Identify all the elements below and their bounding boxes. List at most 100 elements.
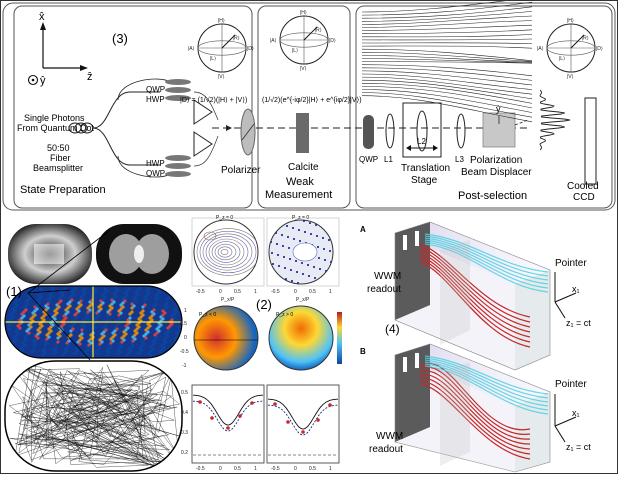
beam-lobe-lower (193, 135, 219, 167)
heat-dot (53, 313, 57, 317)
trajectory-line (361, 48, 533, 62)
heat-dot (22, 306, 26, 310)
heat-dot (63, 287, 67, 291)
heat-dot (111, 335, 115, 339)
tick-xb-3: 1 (254, 466, 257, 472)
pbd-label-2: Beam Displacer (461, 167, 532, 178)
heat-dot (77, 301, 81, 305)
heat-dot (102, 330, 106, 334)
heat-dot (138, 350, 142, 354)
sphere-label-H: |H⟩ (567, 18, 574, 24)
box-B-outline (394, 343, 551, 473)
heat-dot (152, 304, 156, 308)
heat-dot (130, 310, 134, 314)
polarizer-axis (241, 123, 255, 141)
heat-dot (119, 311, 123, 315)
eq-D: |D⟩ = (1/√2)(|H⟩ + |V⟩) (180, 96, 247, 104)
heat-dot (128, 312, 132, 316)
colorbar (337, 312, 342, 364)
heat-dot (148, 324, 152, 328)
lens-l2-label: L2 (417, 137, 426, 146)
lens-l3-label: L3 (455, 155, 464, 164)
heat-dot (104, 328, 108, 332)
heat-dot (174, 306, 178, 310)
lower-waveplates (165, 155, 191, 177)
heat-dot (45, 333, 49, 337)
heat-dot (123, 295, 127, 299)
wwm-path-cyan (424, 243, 549, 293)
sphere-label-L: |L⟩ (210, 56, 216, 62)
heat-dot (79, 299, 83, 303)
heat-dot (129, 349, 133, 353)
poincare-scatter-point (280, 223, 282, 225)
wwm-path-red (419, 252, 531, 333)
heat-sphere-1 (193, 305, 259, 371)
poincare-scatter-point (280, 223, 282, 225)
translation-arrow-left (406, 145, 411, 151)
heat-dot (119, 303, 123, 307)
heat-dot (143, 295, 147, 299)
heat-dot (24, 300, 28, 304)
heat-dot (21, 341, 25, 345)
wwm-path-red (419, 362, 531, 431)
heat-dot (134, 294, 138, 298)
sphere-label-D: |D⟩ (329, 38, 336, 44)
heat-dot (136, 352, 140, 356)
heat-dot (116, 352, 120, 356)
poincare-scatter-point (269, 220, 270, 221)
poincare-scatter-point (327, 228, 329, 230)
heat-dot (115, 327, 119, 331)
heat-dot (33, 309, 37, 313)
tick-y-1: 0.5 (180, 321, 187, 327)
heat-dot (119, 307, 123, 311)
poincare-scatter-point (281, 234, 283, 236)
trajectory-line (361, 79, 533, 100)
tick-yb-1: 0.4 (181, 410, 188, 416)
heat-dot (44, 308, 48, 312)
heat-dot (79, 303, 83, 307)
ccd-label-1: Cooled (567, 181, 599, 192)
heat-dot (64, 308, 68, 312)
heat-dot (123, 299, 127, 303)
trajectory-line (361, 52, 533, 62)
poincare-scatter-point (317, 246, 319, 248)
poincare-scatter-point (304, 231, 306, 233)
tick-y-2: 0 (184, 335, 187, 341)
heat-dot (50, 294, 54, 298)
heat-dot (169, 289, 173, 293)
plot-marker (210, 416, 214, 420)
box-B-slit-1 (415, 353, 419, 368)
bloch-sphere-post: |H⟩|V⟩|A⟩|D⟩|R⟩|L⟩ (537, 18, 603, 80)
qwp-post-label: QWP (359, 155, 378, 164)
heat-dot (100, 336, 104, 340)
box-B-plane (440, 362, 470, 466)
pointer-a-label: Pointer (555, 258, 587, 269)
x1-a-label: x₁ (572, 284, 580, 294)
lens-l1 (385, 113, 395, 149)
heat-dot (101, 297, 105, 301)
heat-dot (105, 353, 109, 357)
heat-dot (64, 316, 68, 320)
heat-dot (114, 290, 118, 294)
heat-dot (14, 338, 18, 342)
heat-dot (16, 328, 20, 332)
poincare-scatter-point (273, 274, 275, 276)
heat-dot (26, 298, 30, 302)
tick-x2-2: 0.5 (309, 289, 316, 295)
wwm-b-1: WWM (376, 431, 403, 442)
tick-xb-0: -0.5 (196, 466, 205, 472)
heat-dot (89, 341, 93, 345)
heat-dot (165, 297, 169, 301)
sphere-label-V: |V⟩ (218, 74, 225, 80)
sphere-label-A: |A⟩ (537, 46, 544, 52)
heat-dot (144, 332, 148, 336)
poincare-scatter-point (318, 257, 320, 259)
wwm-path-cyan (424, 239, 549, 285)
heat-dot (73, 317, 77, 321)
heat-dot (39, 287, 43, 291)
heat-dot (47, 327, 51, 331)
heat-dot (35, 303, 39, 307)
post-selection-frame (355, 5, 613, 209)
heat-dot (81, 297, 85, 301)
heat-dot (162, 342, 166, 346)
